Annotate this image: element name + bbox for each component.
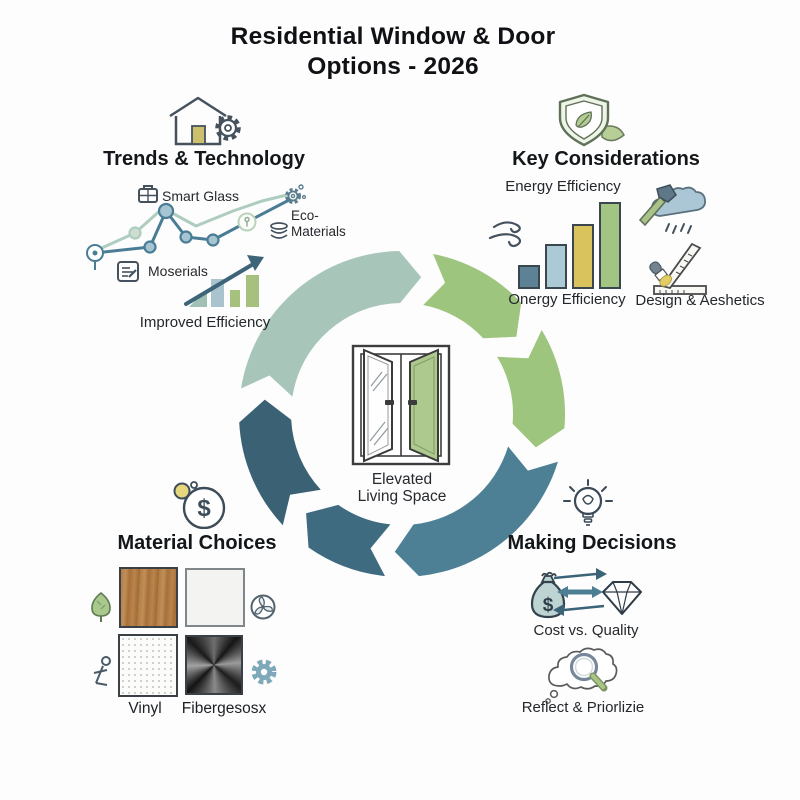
cycle-ring <box>239 251 566 577</box>
center-caption-line2: Living Space <box>357 488 447 505</box>
design-aesthetics-label: Design & Aeshetics <box>635 292 765 309</box>
trend-dot <box>128 226 142 240</box>
energy-bar <box>599 202 621 289</box>
page-title: Residential Window & Door Options - 2026 <box>231 22 556 82</box>
reflect-prioritize-label: Reflect & Priorlizie <box>521 699 645 716</box>
trend-dot <box>206 233 220 247</box>
cost-quality-label: Cost vs. Quality <box>533 622 639 639</box>
layers-icon <box>270 222 288 239</box>
coin-dollar-icon: $ <box>173 481 226 529</box>
mini-bar <box>230 290 240 307</box>
ruler-brush-icon <box>649 242 707 295</box>
ring-segment-green-top-right <box>423 254 522 339</box>
eco-materials-line2: Materials <box>291 223 346 239</box>
eco-materials-label: Eco- Materials <box>291 208 346 239</box>
map-pin-icon <box>86 244 104 270</box>
ring-segment-darksteel-bottom <box>306 504 391 577</box>
energy-chart-title: Energy Efficiency <box>505 178 621 195</box>
trend-dot <box>143 240 157 254</box>
page-title-line2: Options - 2026 <box>307 53 479 80</box>
energy-chart-caption: Onergy Efficiency <box>508 291 626 308</box>
decisions-heading: Making Decisions <box>507 532 677 554</box>
growth-arrow-icon <box>184 255 264 306</box>
materials-trend-label: Moserials <box>148 263 208 279</box>
ring-segment-sage-top-left <box>241 251 422 397</box>
fiberglass-label: Fibergesosx <box>181 700 267 717</box>
considerations-heading: Key Considerations <box>512 148 700 170</box>
leaf-badge-icon <box>237 212 257 232</box>
coin-dollar-symbol: $ <box>197 495 211 522</box>
trend-dot <box>157 202 175 220</box>
document-icon <box>117 261 139 282</box>
energy-bar <box>572 224 594 289</box>
energy-bar <box>545 244 567 289</box>
swatch-vinyl <box>118 634 178 697</box>
trends-heading: Trends & Technology <box>103 148 305 170</box>
center-caption: Elevated Living Space <box>358 471 447 505</box>
energy-bar-chart <box>488 202 621 289</box>
person-icon <box>93 656 111 686</box>
thought-magnifier-icon <box>545 647 618 704</box>
bag-dollar-symbol: $ <box>543 595 554 616</box>
vinyl-label: Vinyl <box>128 700 162 717</box>
improved-efficiency-label: Improved Efficiency <box>139 314 271 331</box>
gear-icon <box>251 659 277 685</box>
center-caption-line1: Elevated <box>371 471 433 488</box>
lightbulb-icon <box>563 479 613 526</box>
exchange-arrows-icon <box>553 568 607 616</box>
house-gear-icon <box>169 96 241 146</box>
wind-icon <box>488 221 522 248</box>
window-icon <box>351 344 451 466</box>
mini-bar <box>246 275 259 307</box>
energy-bar <box>518 265 540 289</box>
smart-glass-icon <box>138 185 158 203</box>
diamond-icon <box>602 581 642 615</box>
energy-bars <box>518 202 621 289</box>
paintbrush-icon <box>649 261 673 287</box>
tree-icon <box>91 591 111 622</box>
swatch-wood <box>119 567 178 628</box>
hammer-cloud-icon <box>638 184 706 234</box>
materials-heading: Material Choices <box>117 532 277 554</box>
page-title-line1: Residential Window & Door <box>230 23 556 50</box>
ring-segment-slate-left <box>239 399 321 526</box>
trend-dot <box>179 230 193 244</box>
smart-glass-label: Smart Glass <box>162 188 240 204</box>
ring-segment-steel-bottom-right <box>394 446 558 577</box>
eco-materials-line1: Eco- <box>291 208 319 223</box>
shield-leaf-icon <box>558 93 625 147</box>
swatch-fiberglass <box>185 635 243 695</box>
mini-bar-chart <box>184 255 264 307</box>
eco-gear-icon <box>285 184 307 204</box>
ring-segment-green-right <box>497 330 566 448</box>
swatch-white <box>185 568 245 627</box>
fan-icon <box>250 594 276 620</box>
trend-line-chart <box>86 184 307 270</box>
